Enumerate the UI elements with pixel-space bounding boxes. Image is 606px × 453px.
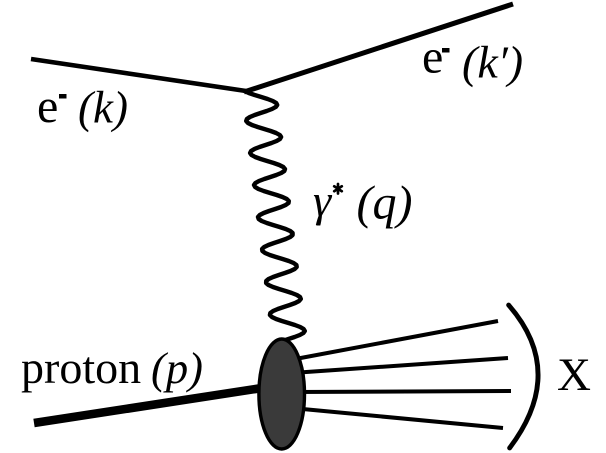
svg-text:X: X (557, 349, 591, 401)
svg-text:e: e (422, 31, 443, 84)
svg-text:(k′): (k′) (462, 37, 523, 88)
svg-text:(p): (p) (151, 343, 203, 393)
svg-text:e: e (37, 80, 58, 133)
svg-text:proton: proton (21, 342, 141, 393)
svg-text:(q): (q) (357, 177, 413, 230)
svg-text:(k): (k) (78, 83, 128, 133)
svg-text:γ: γ (313, 175, 333, 226)
